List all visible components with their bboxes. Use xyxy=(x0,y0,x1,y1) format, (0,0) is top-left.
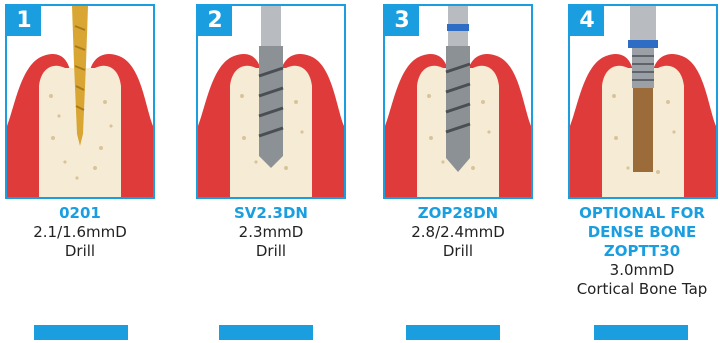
product-size: 2.8/2.4mmD xyxy=(374,223,542,242)
product-code: ZOPTT30 xyxy=(557,242,720,261)
step-3-caption: ZOP28DN 2.8/2.4mmD Drill xyxy=(374,204,542,261)
product-size: 2.3mmD xyxy=(187,223,355,242)
optional-note-line-2: DENSE BONE xyxy=(557,223,720,242)
optional-note-line-1: OPTIONAL FOR xyxy=(557,204,720,223)
step-3-illustration: 3 xyxy=(383,4,533,199)
product-type: Drill xyxy=(374,242,542,261)
product-code: ZOP28DN xyxy=(374,204,542,223)
step-4-caption: OPTIONAL FOR DENSE BONE ZOPTT30 3.0mmD C… xyxy=(557,204,720,299)
step-3-color-bar xyxy=(406,325,500,340)
step-2-color-bar xyxy=(219,325,313,340)
product-code: 0201 xyxy=(0,204,164,223)
step-2-caption: SV2.3DN 2.3mmD Drill xyxy=(187,204,355,261)
step-number-badge: 3 xyxy=(385,6,419,36)
step-1-caption: 0201 2.1/1.6mmD Drill xyxy=(0,204,164,261)
step-number-badge: 2 xyxy=(198,6,232,36)
step-4: 4 xyxy=(568,4,718,199)
product-type: Drill xyxy=(0,242,164,261)
product-type: Drill xyxy=(187,242,355,261)
step-1: 1 xyxy=(5,4,155,199)
step-4-color-bar xyxy=(594,325,688,340)
step-4-illustration: 4 xyxy=(568,4,718,199)
step-number-badge: 1 xyxy=(7,6,41,36)
step-2: 2 xyxy=(196,4,346,199)
step-number-badge: 4 xyxy=(570,6,604,36)
product-size: 3.0mmD xyxy=(557,261,720,280)
step-1-illustration: 1 xyxy=(5,4,155,199)
step-1-color-bar xyxy=(34,325,128,340)
product-size: 2.1/1.6mmD xyxy=(0,223,164,242)
step-2-illustration: 2 xyxy=(196,4,346,199)
product-type: Cortical Bone Tap xyxy=(557,280,720,299)
product-code: SV2.3DN xyxy=(187,204,355,223)
step-3: 3 xyxy=(383,4,533,199)
